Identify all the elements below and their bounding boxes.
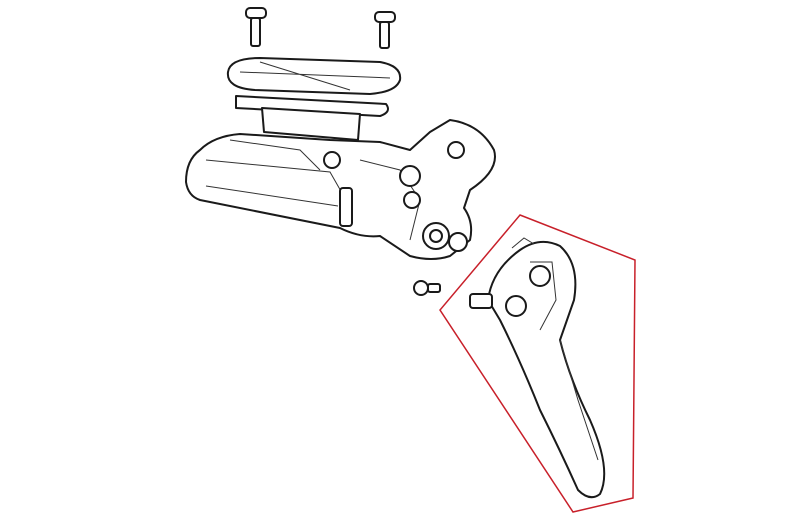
master-cylinder-body bbox=[185, 119, 496, 260]
reservoir-cover bbox=[226, 57, 402, 95]
diaphragm-gasket bbox=[235, 95, 389, 141]
screw-right bbox=[374, 11, 396, 49]
highlight-outline bbox=[439, 214, 636, 513]
brake-lever bbox=[469, 237, 606, 499]
pivot-screw bbox=[413, 280, 441, 296]
screw-left bbox=[245, 7, 267, 47]
